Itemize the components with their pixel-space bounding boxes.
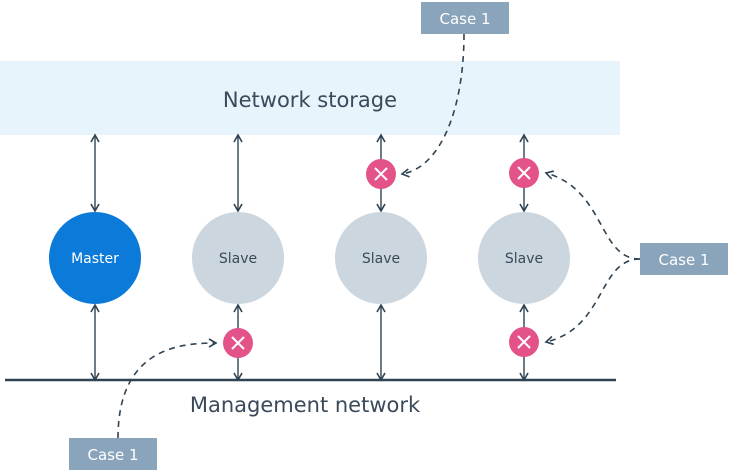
slave-node-2-label: Slave — [362, 251, 400, 267]
case-label-top-box — [421, 2, 509, 34]
slave-node-1-label: Slave — [219, 251, 257, 267]
slave-node-1-circle — [192, 212, 284, 304]
failure-markers — [223, 158, 539, 358]
case-connectors — [117, 33, 641, 439]
case-bottom-connector — [117, 338, 218, 439]
case-label-bottom-box — [69, 438, 157, 470]
case-label-right: Case 1 — [640, 243, 728, 275]
network-storage-label: Network storage — [223, 88, 397, 112]
failure-marker-slave2-storage — [366, 159, 396, 189]
case-right-connector-upper — [544, 170, 641, 260]
slave-node-2: Slave — [335, 212, 427, 304]
case-label-bottom-text: Case 1 — [87, 446, 138, 464]
case-top-connector — [400, 33, 465, 178]
case-label-bottom: Case 1 — [69, 438, 157, 470]
management-network-label: Management network — [190, 393, 421, 417]
failure-marker-slave3-network — [509, 327, 539, 357]
failure-marker-slave1-network — [223, 328, 253, 358]
slave-node-3: Slave — [478, 212, 570, 304]
master-node-circle — [49, 212, 141, 304]
management-network: Management network — [5, 378, 616, 417]
close-icon — [517, 166, 531, 180]
slave-node-3-label: Slave — [505, 251, 543, 267]
master-node-label: Master — [71, 251, 119, 267]
close-icon — [231, 336, 245, 350]
case-right-connector-lower — [544, 258, 641, 346]
nodes: Master Slave Slave Slave — [49, 212, 570, 304]
case-label-top-text: Case 1 — [439, 10, 490, 28]
slave-node-3-circle — [478, 212, 570, 304]
master-node: Master — [49, 212, 141, 304]
close-icon — [374, 167, 388, 181]
case-label-right-text: Case 1 — [658, 251, 709, 269]
case-label-right-box — [640, 243, 728, 275]
connections — [90, 133, 529, 382]
network-storage-band — [0, 61, 620, 135]
slave-node-2-circle — [335, 212, 427, 304]
failure-marker-slave3-storage — [509, 158, 539, 188]
network-storage: Network storage — [0, 61, 620, 135]
case-label-top: Case 1 — [421, 2, 509, 34]
slave-node-1: Slave — [192, 212, 284, 304]
case-labels: Case 1 Case 1 Case 1 — [69, 2, 728, 470]
close-icon — [517, 335, 531, 349]
